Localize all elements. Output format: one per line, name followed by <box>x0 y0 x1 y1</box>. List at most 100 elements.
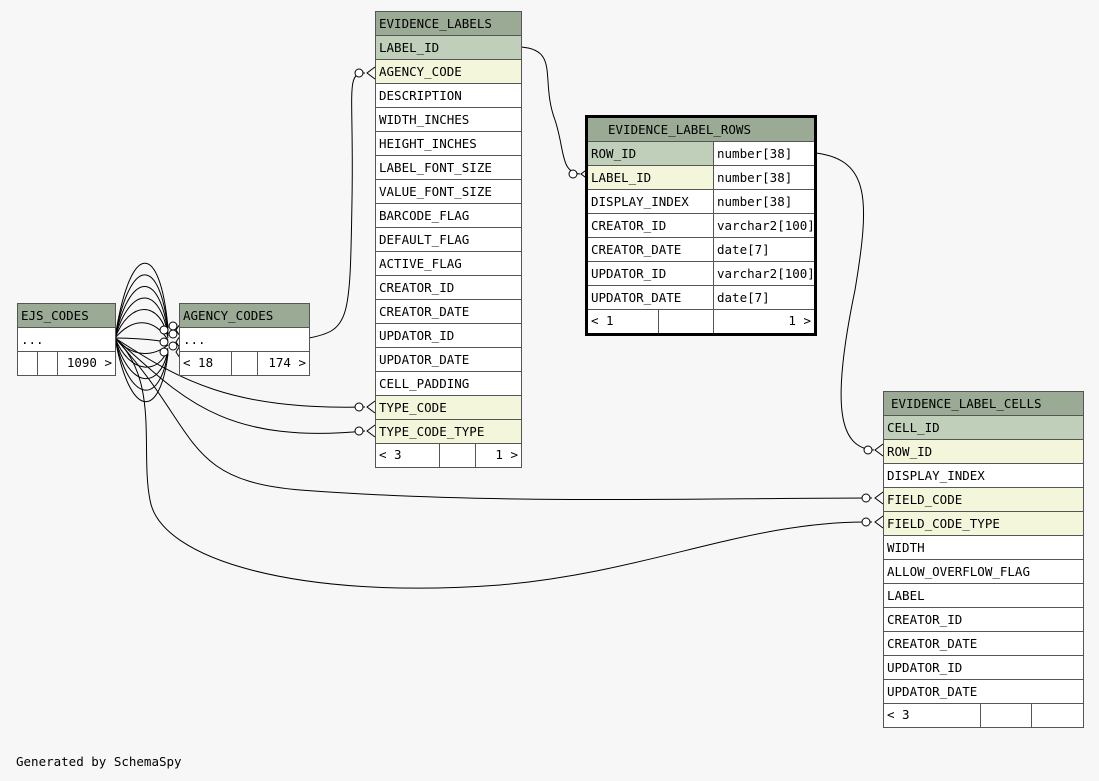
column-type: number[38] <box>717 170 793 185</box>
column-row[interactable]: DISPLAY_INDEX <box>884 464 1083 488</box>
footer-spacer <box>659 310 714 333</box>
column-name: WIDTH <box>887 540 925 555</box>
rel-row-id-to-cells <box>815 152 875 451</box>
column-row[interactable]: ALLOW_OVERFLOW_FLAG <box>884 560 1083 584</box>
column-type: number[38] <box>717 194 793 209</box>
table-title[interactable]: AGENCY_CODES <box>180 304 309 328</box>
column-name: ACTIVE_FLAG <box>379 256 462 271</box>
column-row[interactable]: HEIGHT_INCHES <box>376 132 521 156</box>
column-row[interactable]: CREATOR_DATE <box>884 632 1083 656</box>
column-name: ALLOW_OVERFLOW_FLAG <box>887 564 1030 579</box>
column-row[interactable]: TYPE_CODE <box>376 396 521 420</box>
column-name: LABEL_FONT_SIZE <box>379 160 492 175</box>
ellipsis: ... <box>183 332 206 347</box>
column-row[interactable]: LABEL_FONT_SIZE <box>376 156 521 180</box>
column-name: AGENCY_CODE <box>376 60 521 83</box>
column-name: CREATOR_DATE <box>379 304 470 319</box>
column-name: DISPLAY_INDEX <box>887 468 985 483</box>
parents-count[interactable]: < 3 <box>884 704 981 727</box>
column-row[interactable]: CREATOR_DATE <box>376 300 521 324</box>
column-row[interactable]: ROW_ID <box>884 440 1083 464</box>
column-row[interactable]: DEFAULT_FLAG <box>376 228 521 252</box>
column-name: BARCODE_FLAG <box>379 208 470 223</box>
parents-count[interactable]: < 18 <box>180 352 232 375</box>
table-evidence-labels[interactable]: EVIDENCE_LABELS LABEL_ID AGENCY_CODE DES… <box>375 11 522 468</box>
footer-spacer <box>232 352 258 375</box>
footer-spacer <box>38 352 58 375</box>
children-count[interactable]: 1 > <box>788 313 811 328</box>
children-count[interactable]: 1090 > <box>66 355 112 370</box>
column-name: CREATOR_DATE <box>887 636 978 651</box>
column-name: UPDATOR_DATE <box>588 286 714 309</box>
column-name: CREATOR_DATE <box>588 238 714 261</box>
column-row[interactable]: FIELD_CODE <box>884 488 1083 512</box>
table-agency-codes[interactable]: AGENCY_CODES ... < 18 174 > <box>179 303 310 376</box>
table-footer: < 18 174 > <box>180 352 309 375</box>
column-name: ROW_ID <box>884 440 1083 463</box>
column-row[interactable]: WIDTH_INCHES <box>376 108 521 132</box>
column-row[interactable]: DESCRIPTION <box>376 84 521 108</box>
column-name: TYPE_CODE_TYPE <box>376 420 521 443</box>
children-count[interactable]: 174 > <box>268 355 306 370</box>
table-title[interactable]: EVIDENCE_LABELS <box>376 12 521 36</box>
column-name: LABEL_ID <box>588 166 714 189</box>
column-name: CREATOR_ID <box>379 280 455 295</box>
column-row[interactable]: CELL_ID <box>884 416 1083 440</box>
column-row[interactable]: CELL_PADDING <box>376 372 521 396</box>
column-type: varchar2[100] <box>717 218 814 233</box>
column-row[interactable]: AGENCY_CODE <box>376 60 521 84</box>
column-row[interactable]: CREATOR_ID <box>376 276 521 300</box>
column-type: date[7] <box>717 290 770 305</box>
table-evidence-label-cells[interactable]: EVIDENCE_LABEL_CELLS CELL_ID ROW_ID DISP… <box>883 391 1084 728</box>
column-row[interactable]: UPDATOR_ID <box>884 656 1083 680</box>
column-type: number[38] <box>717 146 793 161</box>
column-row[interactable]: UPDATOR_DATE <box>884 680 1083 704</box>
table-ejs-codes[interactable]: EJS_CODES ... 1090 > <box>17 303 116 376</box>
table-title[interactable]: EVIDENCE_LABEL_ROWS <box>588 118 814 142</box>
generated-by-credit: Generated by SchemaSpy <box>16 754 182 769</box>
parents-count[interactable]: < 1 <box>588 310 659 333</box>
parents-count[interactable]: < 3 <box>376 444 440 467</box>
column-name: UPDATOR_ID <box>588 262 714 285</box>
rel-label-id-to-rows <box>520 46 581 175</box>
footer-spacer <box>1032 704 1083 727</box>
column-name: LABEL_ID <box>376 36 521 59</box>
column-name: CELL_PADDING <box>379 376 470 391</box>
column-name: FIELD_CODE_TYPE <box>884 512 1083 535</box>
column-row[interactable]: VALUE_FONT_SIZE <box>376 180 521 204</box>
footer-spacer <box>440 444 476 467</box>
column-name: FIELD_CODE <box>884 488 1083 511</box>
column-name: UPDATOR_DATE <box>887 684 978 699</box>
column-name: TYPE_CODE <box>376 396 521 419</box>
column-row[interactable]: LABEL_ID <box>376 36 521 60</box>
column-row[interactable]: LABEL <box>884 584 1083 608</box>
column-row[interactable]: ACTIVE_FLAG <box>376 252 521 276</box>
column-row[interactable]: FIELD_CODE_TYPE <box>884 512 1083 536</box>
column-row[interactable]: UPDATOR_ID <box>376 324 521 348</box>
footer-spacer <box>18 352 38 375</box>
table-title[interactable]: EJS_CODES <box>18 304 115 328</box>
table-title[interactable]: EVIDENCE_LABEL_CELLS <box>884 392 1083 416</box>
ellipsis: ... <box>21 332 44 347</box>
column-name: DEFAULT_FLAG <box>379 232 470 247</box>
column-row[interactable]: CREATOR_ID <box>884 608 1083 632</box>
column-name: WIDTH_INCHES <box>379 112 470 127</box>
table-footer: 1090 > <box>18 352 115 375</box>
column-name: CELL_ID <box>884 416 1083 439</box>
column-row[interactable]: TYPE_CODE_TYPE <box>376 420 521 444</box>
children-count[interactable]: 1 > <box>495 447 518 462</box>
column-row[interactable]: UPDATOR_DATE <box>376 348 521 372</box>
column-row[interactable]: WIDTH <box>884 536 1083 560</box>
collapsed-columns: ... <box>180 328 309 352</box>
column-row[interactable]: BARCODE_FLAG <box>376 204 521 228</box>
table-footer: < 3 <box>884 704 1083 727</box>
rel-agency-codes-to-agency-code <box>308 72 366 339</box>
